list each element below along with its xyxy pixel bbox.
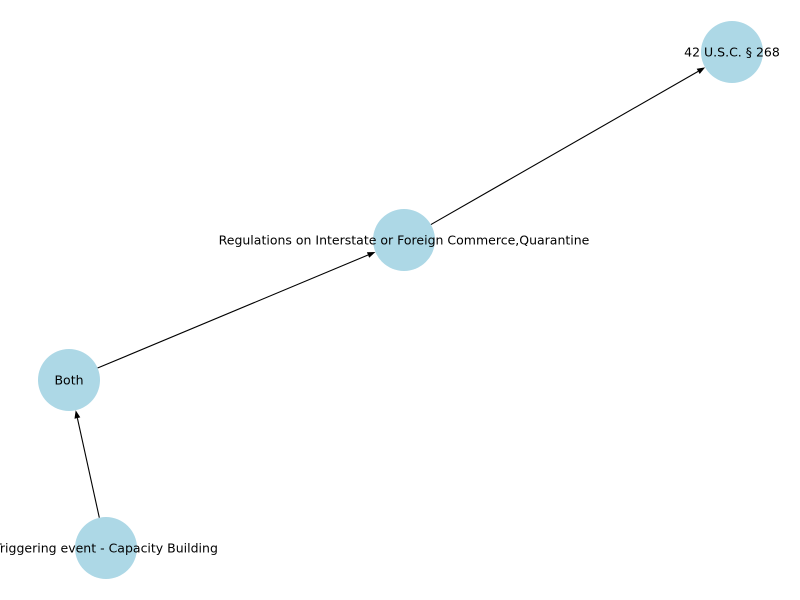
node-statute: 42 U.S.C. § 268 — [684, 21, 780, 83]
node-circle — [75, 517, 137, 579]
arrow-head-icon — [366, 252, 376, 258]
edge-layer — [74, 67, 706, 518]
node-circle — [38, 349, 100, 411]
edge-line — [430, 70, 699, 226]
node-circle — [373, 209, 435, 271]
arrow-head-icon — [696, 67, 706, 74]
node-triggering-event: Triggering event - Capacity Building — [0, 517, 218, 579]
node-regulations: Regulations on Interstate or Foreign Com… — [219, 209, 590, 271]
node-label: Both — [54, 373, 83, 388]
node-circle — [701, 21, 763, 83]
edge-triggering-to-both — [74, 410, 100, 518]
edge-line — [97, 254, 369, 369]
edge-both-to-regulations — [97, 252, 376, 369]
node-both: Both — [38, 349, 100, 411]
node-label: Triggering event - Capacity Building — [0, 541, 218, 556]
edge-line — [76, 417, 100, 518]
node-label: Regulations on Interstate or Foreign Com… — [219, 233, 590, 248]
node-label: 42 U.S.C. § 268 — [684, 45, 780, 60]
node-layer: Triggering event - Capacity Building Bot… — [0, 21, 780, 579]
edge-regulations-to-statute — [430, 67, 706, 226]
arrow-head-icon — [74, 410, 81, 419]
